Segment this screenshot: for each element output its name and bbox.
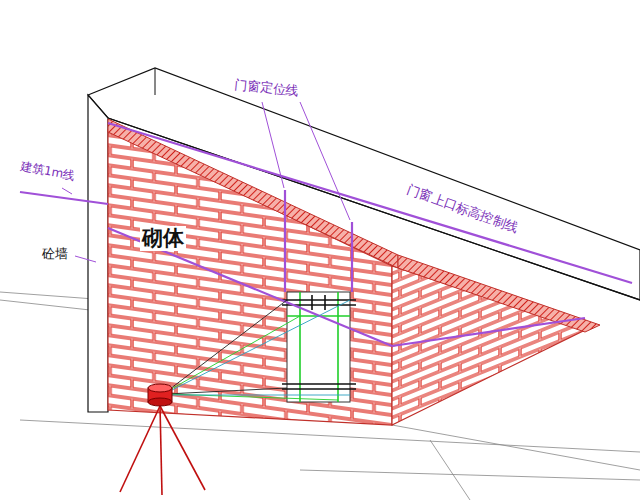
line-label: 门窗定位线 xyxy=(231,76,301,99)
material-label: 砌体 xyxy=(140,226,186,251)
line-label: 建筑1m线 xyxy=(17,159,78,183)
wall-label: 砼墙 xyxy=(40,246,70,262)
